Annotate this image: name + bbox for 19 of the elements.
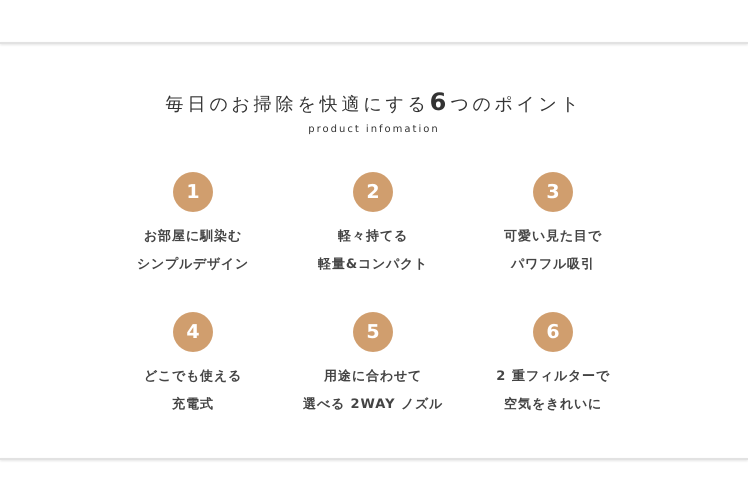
number-badge: 6 xyxy=(533,312,573,352)
feature-text: 空気をきれいに xyxy=(503,396,603,413)
number-badge: 1 xyxy=(173,172,213,212)
feature-text: 軽量&コンパクト xyxy=(316,256,430,273)
number-badge: 4 xyxy=(173,312,213,352)
number-badge: 3 xyxy=(533,172,573,212)
feature-text: 可愛い見た目で xyxy=(503,228,603,245)
feature-text: どこでも使える xyxy=(143,368,243,385)
number-badge: 2 xyxy=(353,172,393,212)
number-badge: 5 xyxy=(353,312,393,352)
feature-text: パワフル吸引 xyxy=(510,256,596,273)
feature-text: シンプルデザイン xyxy=(136,256,250,273)
feature-text: 軽々持てる xyxy=(337,228,409,245)
feature-text: 用途に合わせて xyxy=(322,368,423,385)
feature-text: お部屋に馴染む xyxy=(143,228,243,245)
subheading: product infomation xyxy=(307,124,441,135)
feature-text: 充電式 xyxy=(171,396,215,413)
feature-text: 選べる 2WAY ノズル xyxy=(302,396,444,413)
feature-text: 2 重フィルターで xyxy=(495,368,611,385)
